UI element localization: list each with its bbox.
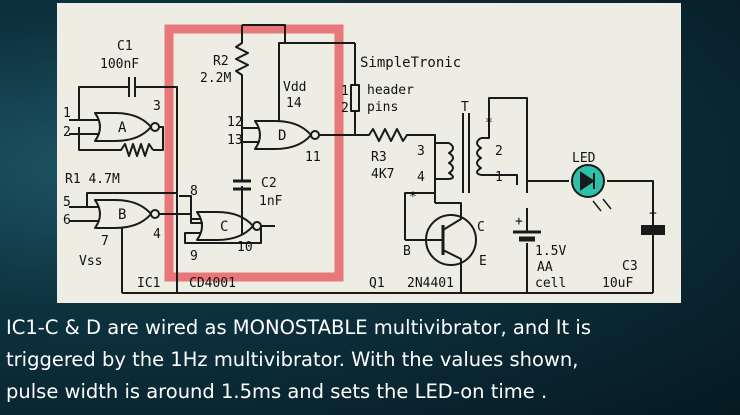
pin-6: 6	[63, 213, 71, 228]
transistor-e-label: E	[479, 254, 487, 269]
q-part-label: 2N4401	[407, 276, 454, 291]
gate-b-label: B	[118, 207, 126, 223]
schematic-title: SimpleTronic	[360, 55, 461, 71]
c2-value: 1nF	[259, 194, 283, 209]
pin-12: 12	[227, 115, 243, 130]
header-label: header	[367, 83, 414, 98]
gate-c	[196, 211, 254, 241]
r1-label: R1 4.7M	[65, 172, 120, 187]
c1-name: C1	[117, 39, 133, 54]
pin-13: 13	[227, 133, 243, 148]
header-pin-2: 2	[341, 101, 349, 116]
cell-voltage: 1.5V	[535, 244, 566, 259]
pin-9: 9	[190, 249, 198, 264]
pin-7: 7	[101, 234, 109, 249]
caption-line-1: IC1-C & D are wired as MONOSTABLE multiv…	[6, 316, 591, 339]
monostable-highlight-box	[164, 24, 344, 282]
vdd-label: Vdd	[283, 80, 306, 95]
cell-word: cell	[535, 276, 566, 291]
c3-body	[641, 225, 665, 235]
pin-3: 3	[153, 99, 161, 114]
pin-8: 8	[190, 184, 198, 199]
circuit-schematic: SimpleTronic C1 100nF R1 4.7M R2 2.2M C2…	[57, 3, 681, 303]
pin-4: 4	[153, 227, 161, 242]
c3-value: 10uF	[602, 276, 633, 291]
header-pin-1: 1	[341, 84, 349, 99]
pin-5: 5	[63, 195, 71, 210]
r3-value: 4K7	[371, 167, 394, 182]
r2-value: 2.2M	[200, 71, 231, 86]
transformer-dot-top: *	[485, 116, 493, 131]
pin-10: 10	[237, 240, 253, 255]
r2-name: R2	[213, 54, 229, 69]
transformer-label: T	[461, 100, 469, 115]
transistor-b-label: B	[403, 244, 411, 259]
gate-b	[94, 199, 152, 229]
pin-11: 11	[305, 150, 321, 165]
r3-name: R3	[371, 150, 387, 165]
ic-part-label: CD4001	[189, 276, 236, 291]
ic1-label: IC1	[137, 276, 160, 291]
led-diode-mark	[580, 171, 595, 191]
c3-name: C3	[622, 259, 638, 274]
caption-line-3: pulse width is around 1.5ms and sets the…	[6, 380, 548, 403]
gate-a	[94, 112, 152, 142]
led-label: LED	[572, 151, 596, 166]
gate-a-label: A	[118, 120, 127, 136]
pin-2: 2	[63, 125, 71, 140]
led-light-arrows	[592, 198, 612, 212]
vss-label: Vss	[79, 254, 102, 269]
schematic-paper	[57, 3, 681, 303]
transformer-pin-4: 4	[417, 170, 425, 185]
caption-line-2: triggered by the 1Hz multivibrator. With…	[6, 348, 579, 371]
transformer-pin-1: 1	[495, 170, 503, 185]
pins-label: pins	[367, 100, 398, 115]
battery-plus: +	[515, 214, 523, 229]
transformer-pin-3: 3	[417, 144, 425, 159]
transformer-pin-2: 2	[495, 144, 503, 159]
wires	[69, 24, 665, 294]
transistor-c-label: C	[477, 220, 485, 235]
gate-c-label: C	[220, 219, 228, 235]
c3-plus: +	[649, 206, 657, 221]
q1-label: Q1	[369, 276, 385, 291]
gate-d	[254, 120, 312, 150]
c1-value: 100nF	[100, 57, 139, 72]
c2-name: C2	[261, 176, 277, 191]
pin-14: 14	[286, 96, 302, 111]
gate-d-label: D	[278, 128, 286, 144]
caption-text: IC1-C & D are wired as MONOSTABLE multiv…	[6, 312, 736, 408]
schematic-panel: SimpleTronic C1 100nF R1 4.7M R2 2.2M C2…	[57, 3, 681, 303]
pin-1: 1	[63, 106, 71, 121]
transformer-dot-bottom: *	[409, 190, 417, 205]
cell-aa: AA	[537, 260, 553, 275]
